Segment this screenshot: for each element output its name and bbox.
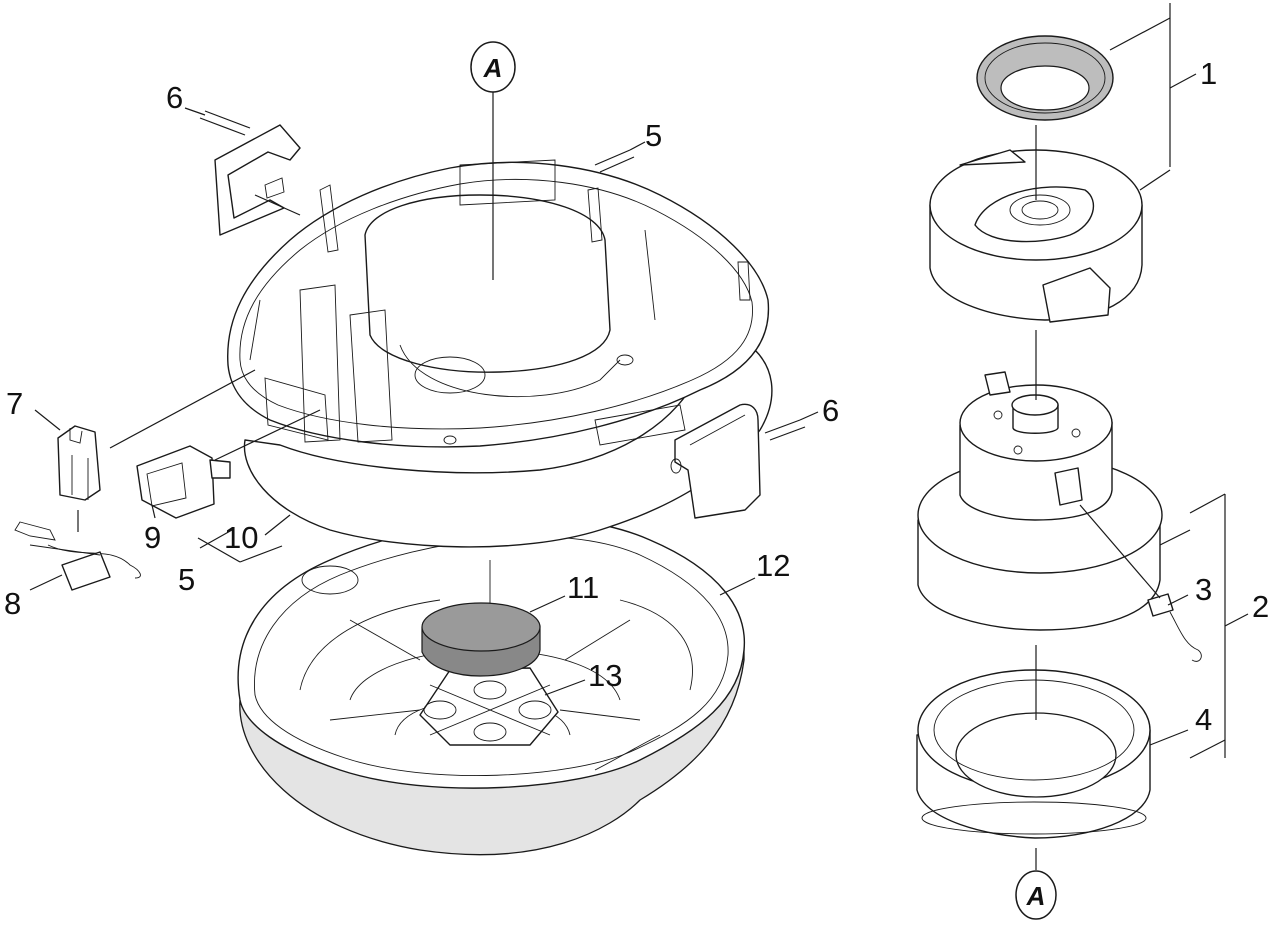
callout-6-right: 6 [822, 393, 839, 428]
callout-4: 4 [1195, 702, 1212, 737]
part-1-ring [976, 35, 1114, 121]
part-3-sensor [1147, 593, 1202, 662]
callout-10: 10 [224, 520, 258, 555]
part-6-left-clip [214, 124, 301, 236]
callout-3: 3 [1195, 572, 1212, 607]
leader-lines [29, 3, 1249, 870]
callout-5-bottom: 5 [178, 562, 195, 597]
part-6-right-cover [670, 403, 761, 519]
callout-7: 7 [6, 386, 23, 421]
part-9-switch [136, 445, 231, 519]
reference-marker-bottom-label: A [1026, 881, 1046, 911]
callout-5-top: 5 [645, 118, 662, 153]
callout-13: 13 [588, 658, 622, 693]
callout-6-left: 6 [166, 80, 183, 115]
reference-marker-bottom: A [1015, 870, 1057, 920]
callout-1: 1 [1200, 56, 1217, 91]
part-1-motor-cap [929, 149, 1143, 323]
callout-12: 12 [756, 548, 790, 583]
callout-8: 8 [4, 586, 21, 621]
part-11-filter-disc [421, 602, 541, 677]
callout-9: 9 [144, 520, 161, 555]
reference-marker-top-label: A [483, 53, 503, 83]
callout-labels: 1 2 3 4 5 5 6 6 7 8 9 10 11 12 13 [4, 56, 1269, 737]
reference-marker-top: A [470, 41, 516, 93]
part-8-cable-plug [14, 521, 141, 591]
part-2-motor [917, 371, 1163, 631]
part-4-base-ring [916, 669, 1151, 839]
part-13-cross-support [419, 667, 559, 746]
part-10-upper-housing [227, 159, 773, 548]
part-7-relay [57, 425, 101, 501]
callout-2: 2 [1252, 589, 1269, 624]
callout-11: 11 [567, 570, 599, 605]
